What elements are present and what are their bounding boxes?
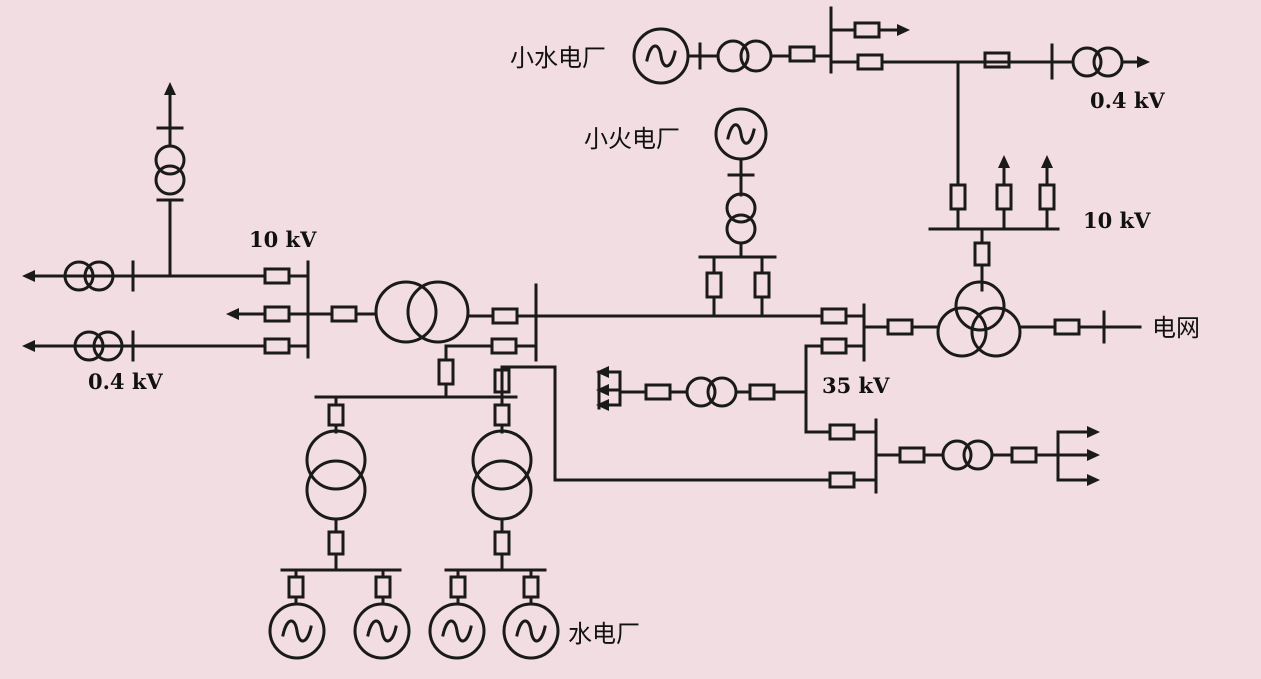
label-small-thermal: 小火电厂 [584,125,680,153]
label-small-hydro: 小水电厂 [510,44,606,72]
label-10kv-left: 10 kV [249,227,317,252]
transformer-icon [716,39,750,73]
label-hydro-plant: 水电厂 [568,620,640,648]
bus-10kv-left [22,82,310,362]
label-04kv-right: 0.4 kV [1090,88,1165,113]
bus-35kv [500,303,1100,494]
label-grid: 电网 [1152,314,1200,342]
small-hydro-branch [632,6,1150,187]
label-04kv-left: 0.4 kV [88,369,163,394]
small-thermal-branch [698,107,777,318]
hydro-plant [268,395,560,660]
bus-10kv-right [928,155,1060,292]
main-transformer [862,280,1142,358]
breaker-icon [788,45,816,63]
small-thermal-generator-icon [714,107,768,161]
small-hydro-generator-icon [632,27,690,85]
label-35kv: 35 kV [822,373,890,398]
label-10kv-right: 10 kV [1083,208,1151,233]
left-substation [306,280,538,399]
